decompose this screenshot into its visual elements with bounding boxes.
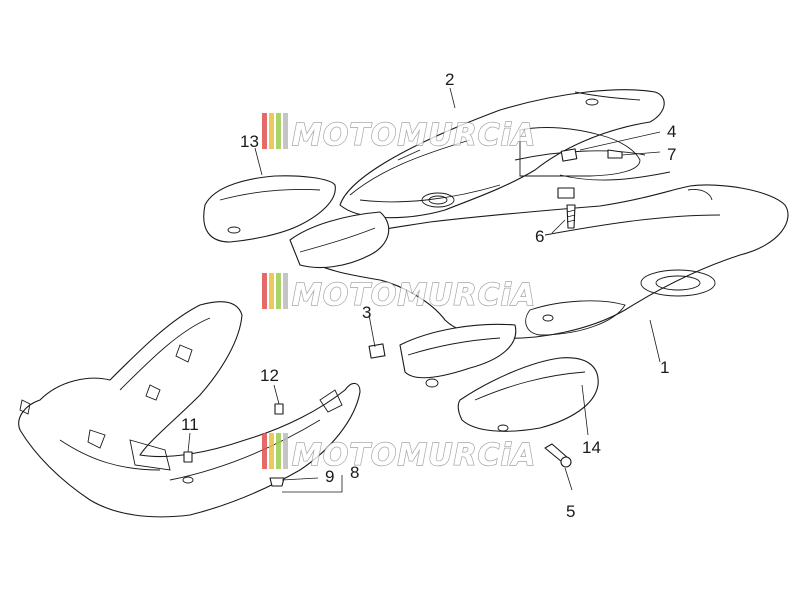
callout-14: 14 (582, 438, 601, 457)
watermark-top: MOTOMURCiA (262, 113, 536, 154)
callout-3: 3 (362, 303, 371, 322)
watermark-text-top: MOTOMURCiA (292, 118, 536, 153)
hardware-parts (183, 148, 623, 487)
callout-labels: 1 2 3 4 5 6 7 8 9 11 12 13 14 (181, 70, 676, 521)
watermark-middle: MOTOMURCiA (262, 273, 536, 314)
watermark-text-bottom: MOTOMURCiA (292, 438, 536, 473)
callout-2: 2 (445, 70, 454, 89)
part-floor-frame (18, 301, 361, 518)
watermark-text-middle: MOTOMURCiA (292, 278, 536, 313)
callout-12: 12 (260, 366, 279, 385)
callout-1: 1 (660, 358, 669, 377)
callout-13: 13 (240, 132, 259, 151)
leader-lines (187, 87, 661, 493)
callout-4: 4 (667, 122, 676, 141)
callout-5: 5 (566, 502, 575, 521)
watermark-bottom: MOTOMURCiA (262, 433, 536, 474)
callout-6: 6 (535, 227, 544, 246)
part-14-right-cover (399, 323, 599, 432)
part-1-side-panel (299, 127, 789, 339)
callout-9: 9 (325, 467, 334, 486)
callout-7: 7 (667, 145, 676, 164)
part-2-upper-panel (339, 89, 665, 219)
callout-11: 11 (181, 415, 199, 434)
part-13-left-cover (203, 175, 390, 269)
callout-8: 8 (350, 463, 359, 482)
